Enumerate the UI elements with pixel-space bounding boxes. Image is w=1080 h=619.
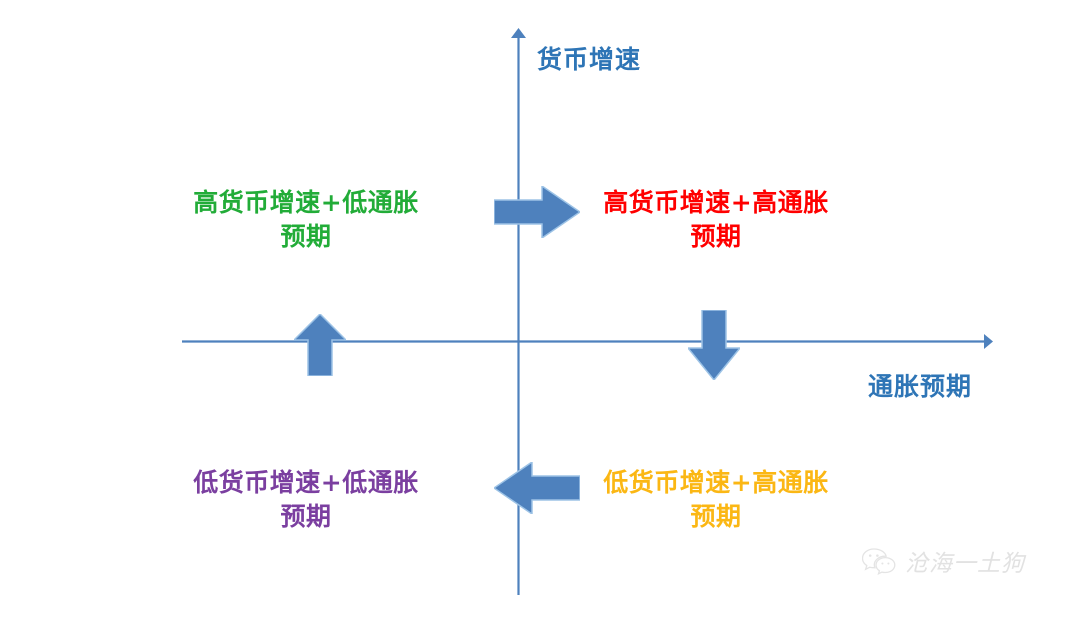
x-axis-title: 通胀预期 — [868, 372, 973, 401]
watermark: 沧海一土狗 — [862, 544, 1025, 578]
transition-arrow-down-icon — [688, 310, 740, 380]
transition-arrow-up-icon — [294, 314, 346, 376]
quadrant-label-top-left: 高货币增速+低通胀 预期 — [193, 188, 419, 251]
transition-arrow-left-icon — [494, 462, 580, 514]
y-axis-arrowhead — [511, 28, 526, 38]
transition-arrow-right-icon — [494, 186, 580, 238]
x-axis-arrowhead — [984, 334, 993, 349]
quadrant-label-bottom-left: 低货币增速+低通胀 预期 — [193, 468, 419, 531]
watermark-text: 沧海一土狗 — [905, 551, 1025, 577]
quadrant-label-bottom-right: 低货币增速+高通胀 预期 — [603, 468, 829, 531]
y-axis-title: 货币增速 — [537, 45, 642, 74]
wechat-icon — [862, 548, 896, 575]
quadrant-label-top-right: 高货币增速+高通胀 预期 — [603, 188, 829, 251]
